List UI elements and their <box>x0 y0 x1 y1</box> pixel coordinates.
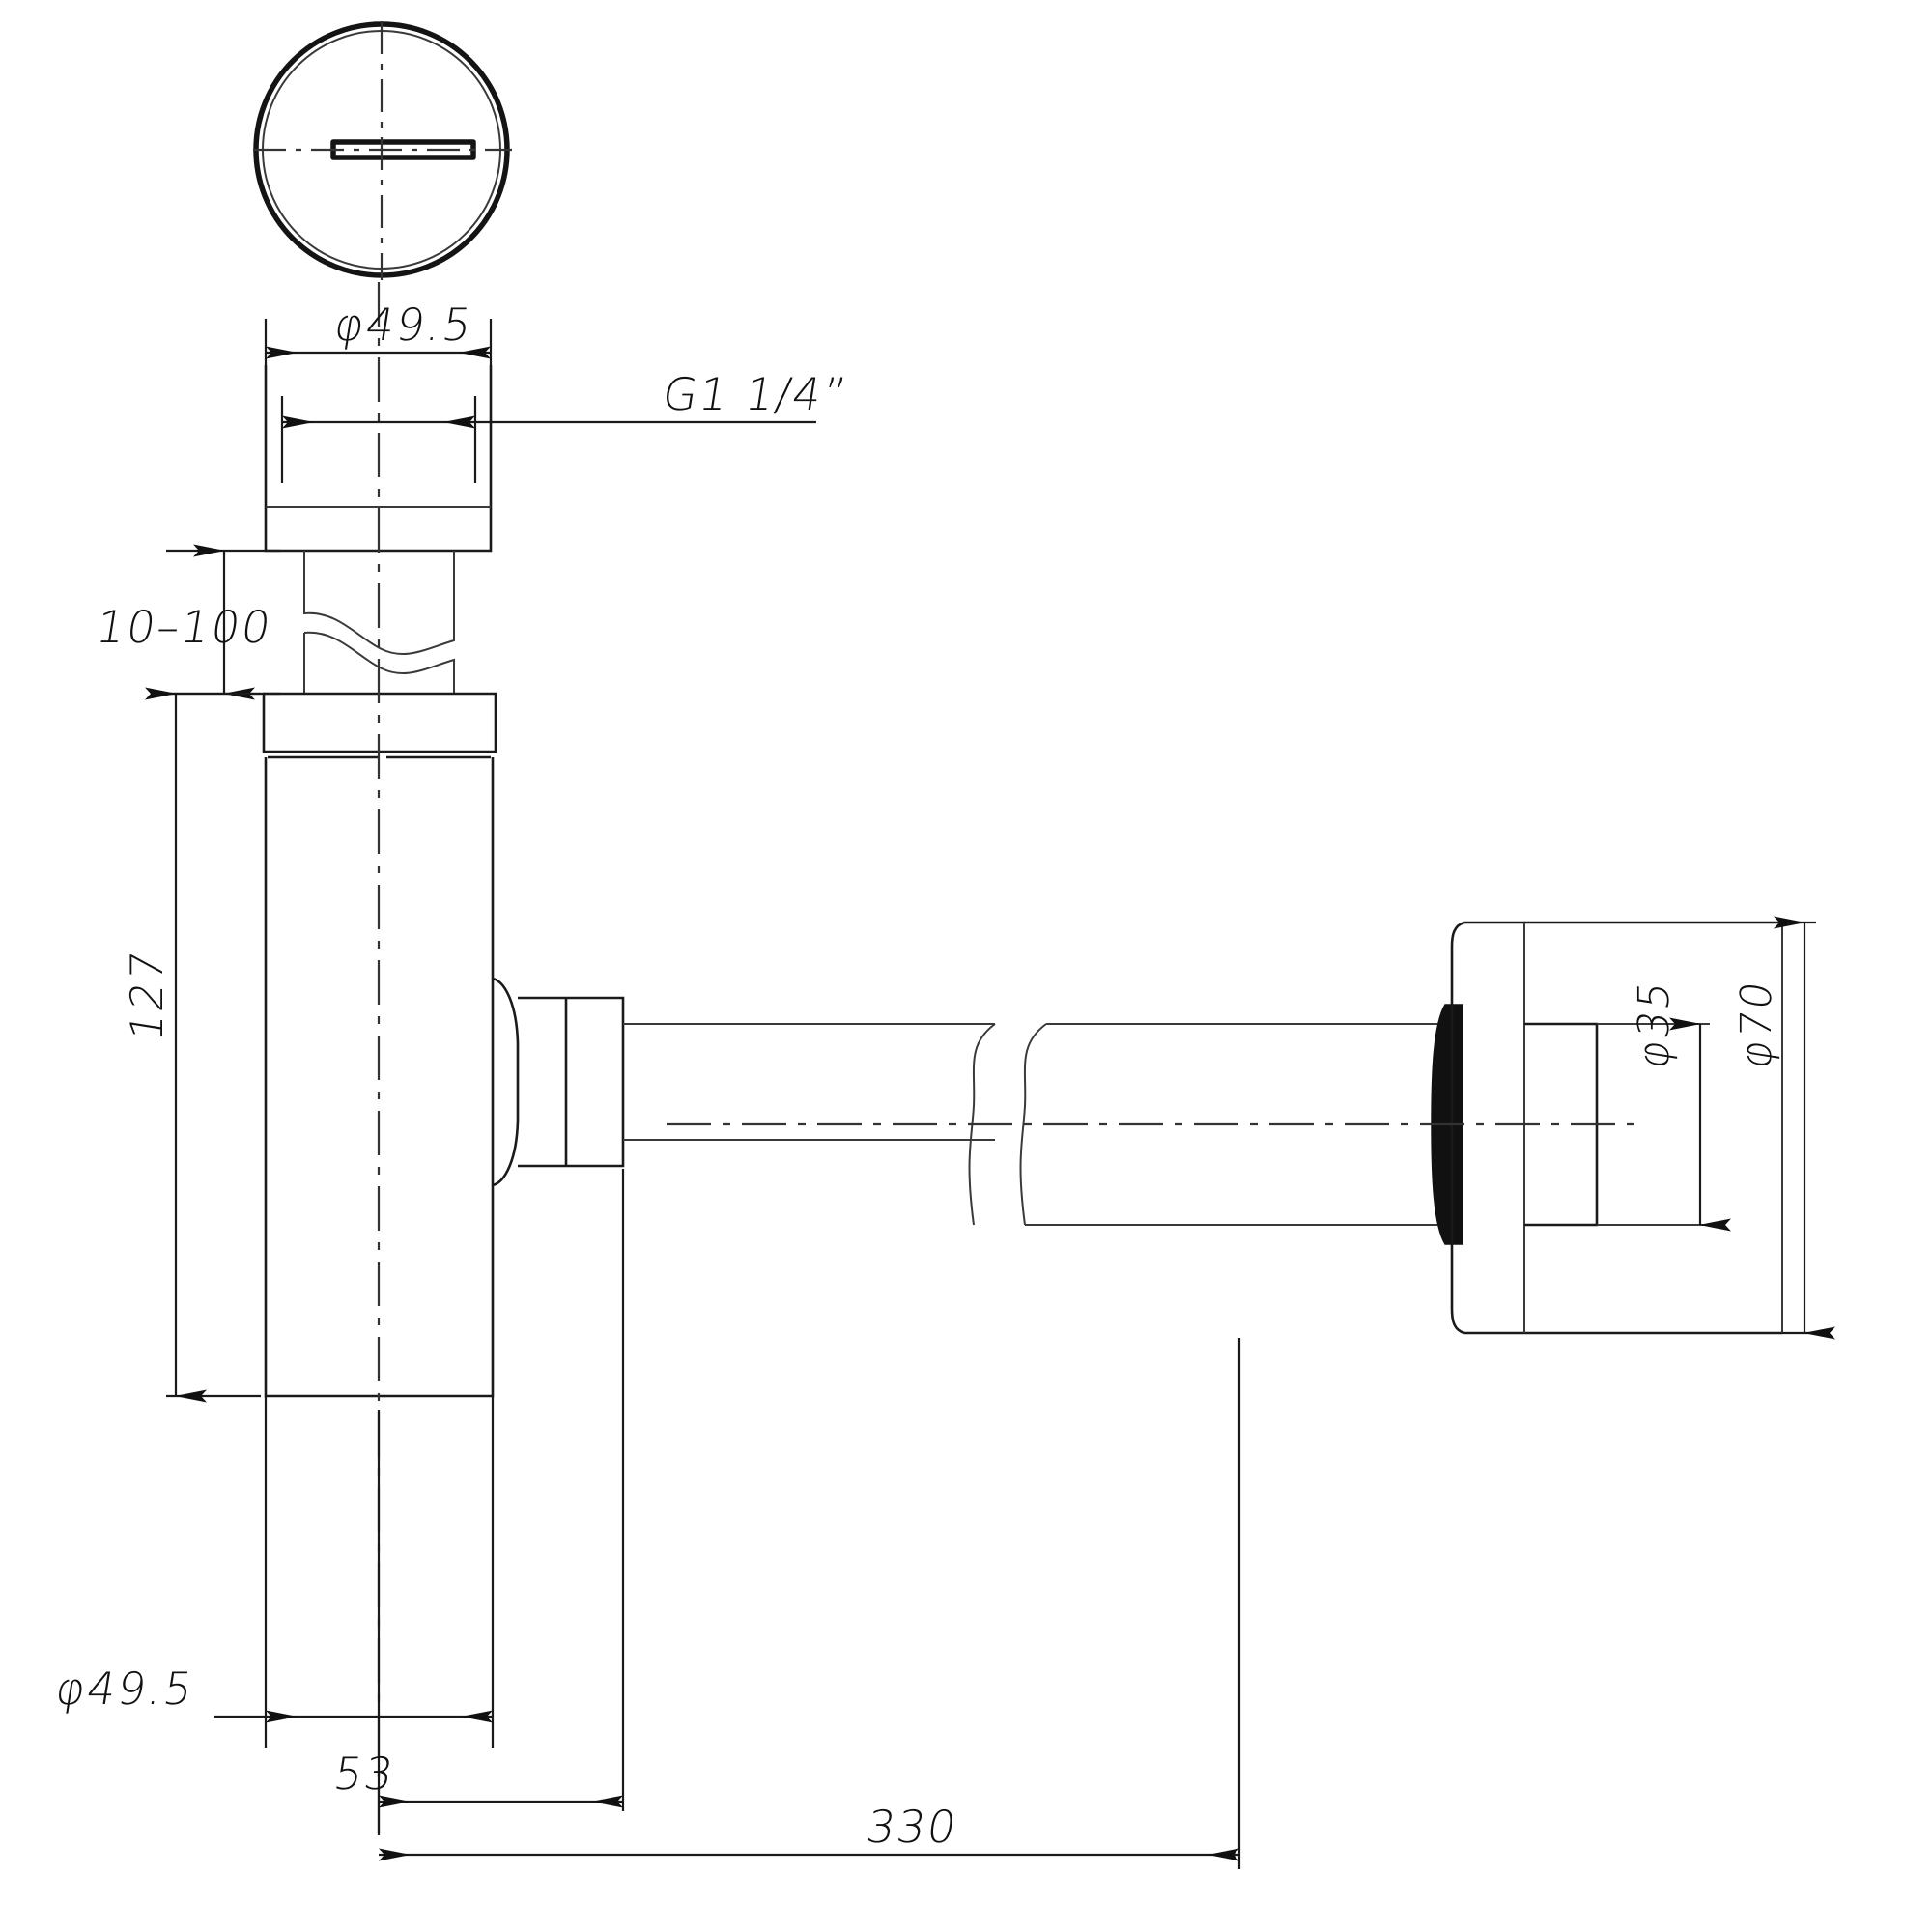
outlet-pipe-break-left <box>968 1023 996 1226</box>
dim-phi495-top: φ49.5 <box>264 298 493 365</box>
front-view-group <box>262 282 1783 1835</box>
dim-330: 330 <box>379 1338 1241 1869</box>
dim-330-label: 330 <box>863 1801 961 1853</box>
dim-g114: G1 1/4” <box>280 368 852 483</box>
body-collar-outline <box>262 692 497 753</box>
dim-10-100-label: 10–100 <box>93 601 276 653</box>
inlet-tube-lower-break <box>303 631 455 694</box>
dim-53-label: 53 <box>330 1747 399 1800</box>
dim-phi35: φ35 <box>1630 977 1731 1232</box>
dim-127-label: 127 <box>121 946 173 1044</box>
dim-phi495-bottom: φ49.5 <box>52 1396 495 1748</box>
dim-53: 53 <box>330 1169 625 1835</box>
outlet-bulge-curve <box>492 977 520 1187</box>
outlet-collar-outline <box>518 996 625 1168</box>
dim-phi70: φ70 <box>1732 916 1835 1340</box>
wall-flange-left-edge <box>1450 921 1465 1335</box>
dim-phi70-label: φ70 <box>1732 977 1781 1072</box>
dim-phi495-bottom-label: φ49.5 <box>52 1662 198 1715</box>
top-view-group <box>253 21 512 280</box>
dim-phi495-top-label: φ49.5 <box>331 298 477 351</box>
dim-phi35-label: φ35 <box>1630 977 1679 1072</box>
dim-127: 127 <box>121 687 261 1403</box>
dim-g114-label: G1 1/4” <box>659 368 852 420</box>
outlet-pipe-break-right <box>1019 1023 1047 1226</box>
dim-10-100: 10–100 <box>93 544 280 700</box>
inlet-tube-upper-break <box>303 551 455 656</box>
